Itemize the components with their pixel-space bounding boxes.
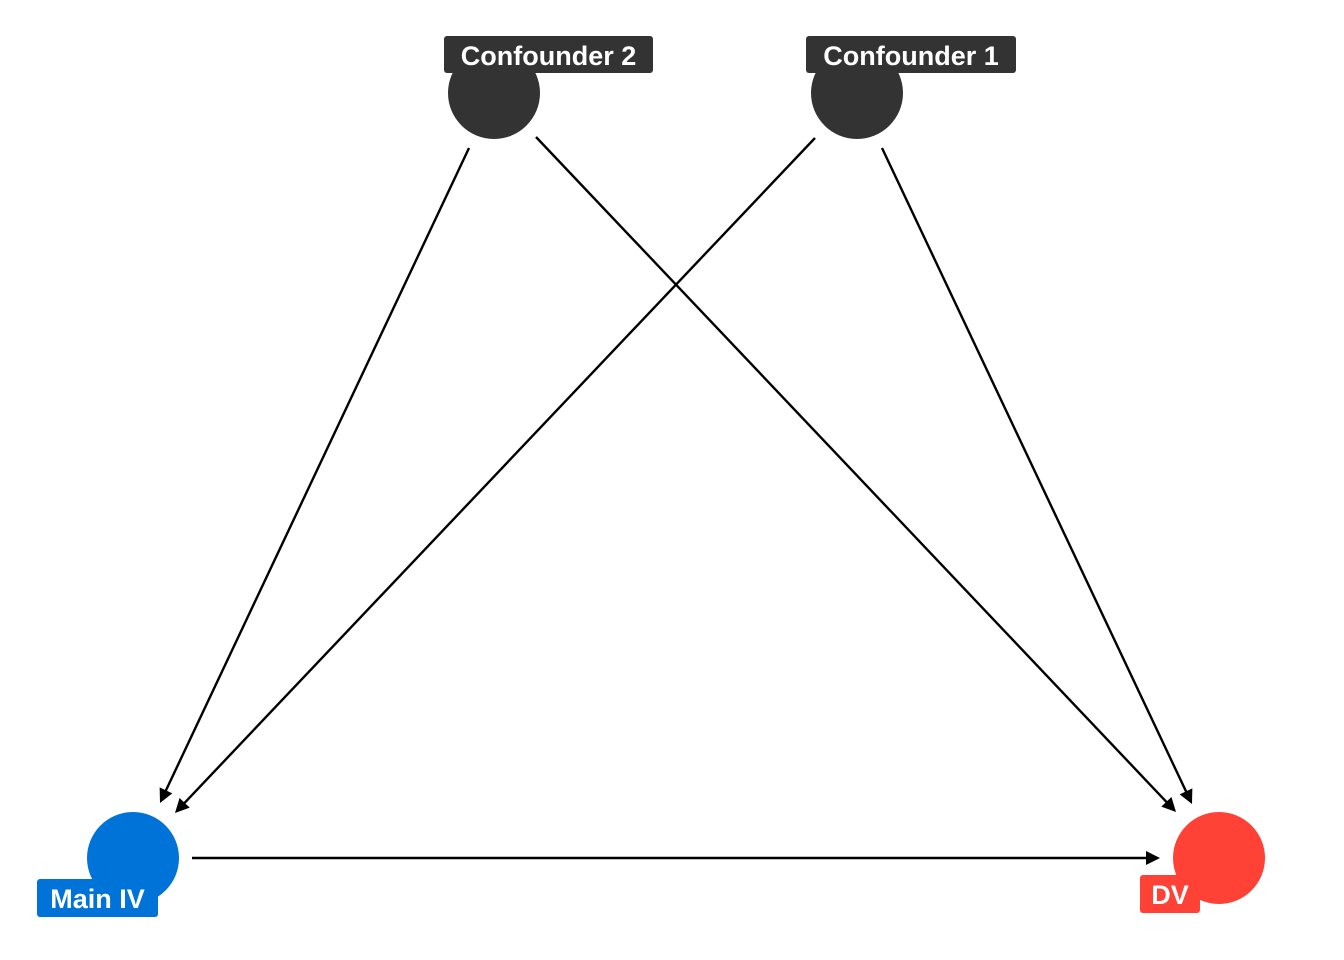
node-label: Confounder 2 [461, 41, 637, 71]
node-label: Main IV [50, 884, 145, 914]
edge-arrowhead [1161, 797, 1176, 812]
node-confounder1: Confounder 1 [806, 36, 1016, 139]
edge-arrowhead [159, 787, 173, 803]
node-label-badge [806, 36, 1016, 73]
edge-line [535, 136, 1172, 808]
node-main-iv: Main IV [37, 812, 179, 917]
edge-confounder2-to-dv [535, 136, 1176, 812]
edge-line [162, 147, 471, 797]
node-label-badge [1140, 875, 1200, 913]
edge-confounder1-to-dv [880, 147, 1193, 804]
edge-line [880, 147, 1190, 798]
edge-confounder1-to-main-iv [175, 137, 816, 813]
edge-arrowhead [175, 798, 190, 813]
nodes-layer: Confounder 2 Confounder 1 Main IV DV [37, 36, 1265, 917]
node-confounder2: Confounder 2 [444, 36, 653, 139]
edge-main-iv-to-dv [192, 851, 1160, 865]
node-label: Confounder 1 [823, 41, 999, 71]
node-label-badge [444, 36, 653, 73]
edge-arrowhead [1179, 788, 1193, 804]
node-dv: DV [1140, 812, 1265, 913]
edge-line [179, 137, 816, 809]
edge-arrowhead [1146, 851, 1160, 865]
node-label-badge [37, 879, 158, 917]
edges-layer [159, 136, 1193, 865]
node-label: DV [1151, 880, 1189, 910]
edge-confounder2-to-main-iv [159, 147, 471, 803]
